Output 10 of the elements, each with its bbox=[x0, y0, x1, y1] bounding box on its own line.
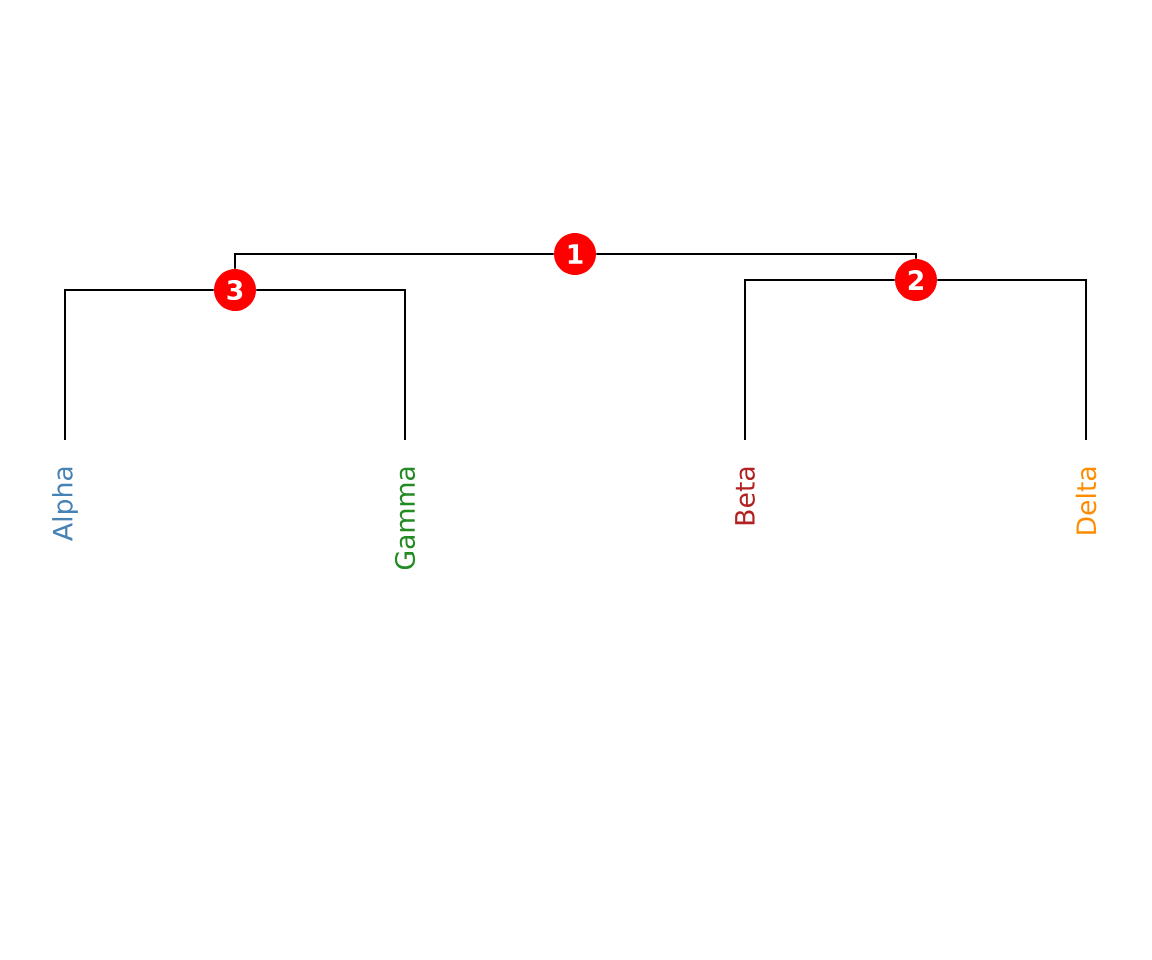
tree-branch bbox=[595, 253, 917, 260]
leaf-label: Alpha bbox=[52, 467, 78, 541]
tree-branch bbox=[234, 253, 555, 270]
tree-branch bbox=[64, 289, 215, 441]
leaf-label: Beta bbox=[735, 467, 755, 525]
tree-branch bbox=[255, 289, 406, 441]
tree-branch bbox=[936, 279, 1087, 441]
leaf-label: Delta bbox=[1075, 467, 1097, 534]
leaf-label: Gamma bbox=[394, 467, 416, 570]
tree-branch bbox=[744, 279, 896, 441]
